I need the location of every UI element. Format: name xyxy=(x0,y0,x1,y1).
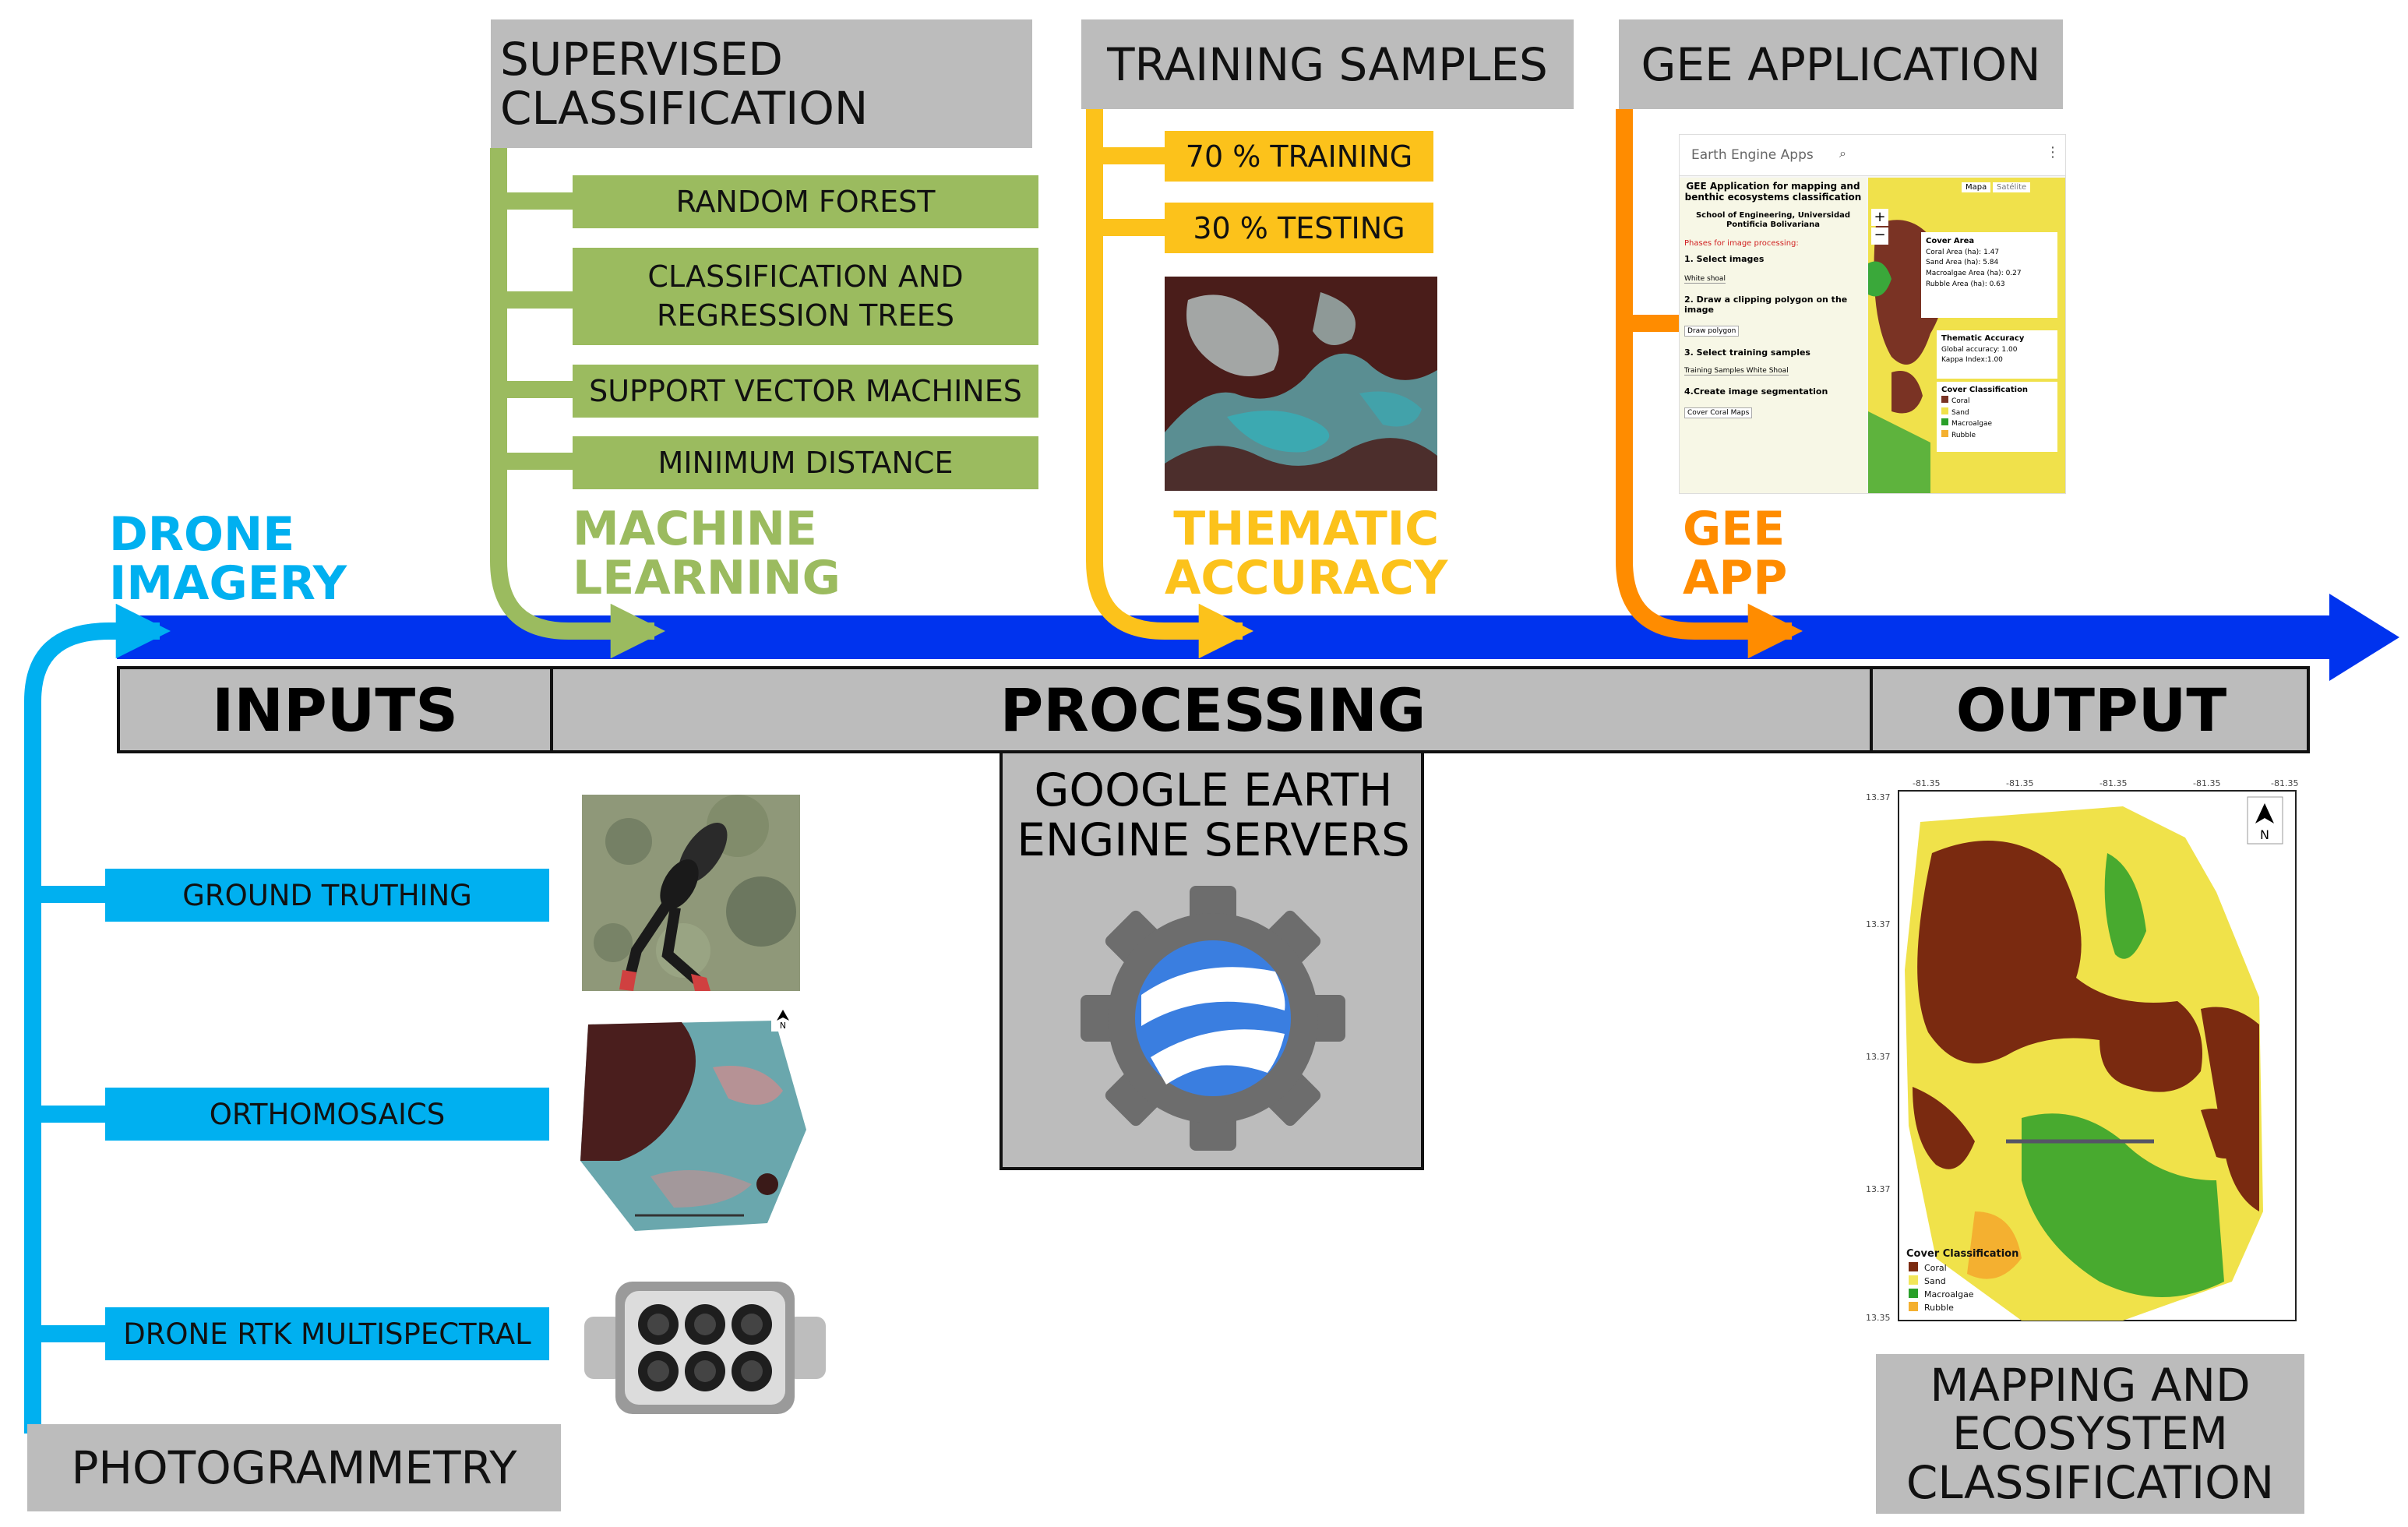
bar-processing: PROCESSING xyxy=(556,669,1873,750)
ground-truthing-photo xyxy=(582,795,800,991)
map-legend-rubble: Rubble xyxy=(1924,1303,1954,1313)
ml-method-cart: CLASSIFICATION AND REGRESSION TREES xyxy=(573,248,1038,345)
bar-output: OUTPUT xyxy=(1955,675,2227,745)
map-tick-top-1: -81.35 xyxy=(1913,778,1940,788)
zoom-out-icon[interactable]: − xyxy=(1871,227,1888,245)
mapping-classification-label: MAPPING AND ECOSYSTEM CLASSIFICATION xyxy=(1876,1354,2304,1514)
output-classification-map: -81.35 -81.35 -81.35 -81.35 -81.35 13.37… xyxy=(1866,778,2298,1323)
app-select-images[interactable]: White shoal xyxy=(1684,274,1726,284)
orthomosaic-image: N xyxy=(580,1005,806,1231)
input-drone-rtk-multispectral: DRONE RTK MULTISPECTRAL xyxy=(105,1307,549,1360)
main-timeline-arrow xyxy=(117,594,2399,681)
macroalgae-area: Macroalgae Area (ha): 0.27 xyxy=(1926,270,2022,278)
legend-macroalgae: Macroalgae xyxy=(1941,418,2053,430)
app-draw-polygon-button[interactable]: Draw polygon xyxy=(1684,326,1740,337)
header-training-samples: TRAINING SAMPLES xyxy=(1081,19,1574,109)
bar-inputs: INPUTS xyxy=(120,669,553,750)
map-tick-top-3: -81.35 xyxy=(2100,778,2127,788)
search-icon[interactable]: ⌕ xyxy=(1839,146,1846,160)
sample-testing: 30 % TESTING xyxy=(1165,203,1433,253)
more-vert-icon[interactable]: ⋮ xyxy=(2046,144,2060,160)
google-earth-engine-icon xyxy=(1081,886,1345,1151)
map-tick-left-5: 13.35 xyxy=(1866,1313,1891,1323)
rubble-area: Rubble Area (ha): 0.63 xyxy=(1926,280,2005,289)
app-step4: 4.Create image segmentation xyxy=(1684,386,1828,397)
map-tab-mapa[interactable]: Mapa xyxy=(1962,182,1991,192)
map-tick-top-5: -81.35 xyxy=(2271,778,2298,788)
orthomosaic-north-label: N xyxy=(780,1021,786,1031)
header-gee-application: GEE APPLICATION xyxy=(1619,19,2063,109)
cover-area-title: Cover Area xyxy=(1926,237,1975,245)
coral-area: Coral Area (ha): 1.47 xyxy=(1926,248,2000,256)
sand-area: Sand Area (ha): 5.84 xyxy=(1926,259,1999,267)
gee-servers-box: GOOGLE EARTH ENGINE SERVERS xyxy=(1000,753,1424,1170)
ml-method-random-forest: RANDOM FOREST xyxy=(573,175,1038,228)
ml-method-svm: SUPPORT VECTOR MACHINES xyxy=(573,365,1038,418)
input-ground-truthing: GROUND TRUTHING xyxy=(105,869,549,922)
ml-method-minimum-distance: MINIMUM DISTANCE xyxy=(573,436,1038,489)
legend-coral: Coral xyxy=(1941,396,2053,407)
gee-app-screenshot: Earth Engine Apps ⌕ ⋮ GEE Application fo… xyxy=(1679,134,2066,494)
map-legend-macroalgae: Macroalgae xyxy=(1924,1289,1974,1300)
multispectral-camera-icon xyxy=(584,1282,826,1414)
map-tick-top-2: -81.35 xyxy=(2006,778,2033,788)
app-cover-area-panel: Cover Area Coral Area (ha): 1.47 Sand Ar… xyxy=(1921,232,2057,318)
stage-drone-imagery: DRONE IMAGERY xyxy=(109,507,347,611)
stage-gee-app: GEE APP xyxy=(1683,502,1788,605)
input-orthomosaics: ORTHOMOSAICS xyxy=(105,1088,549,1141)
app-select-samples[interactable]: Training Samples White Shoal xyxy=(1684,367,1789,376)
app-cover-maps-button[interactable]: Cover Coral Maps xyxy=(1684,407,1753,419)
map-tick-left-4: 13.37 xyxy=(1866,1184,1891,1194)
legend-sand: Sand xyxy=(1941,407,2053,419)
app-map[interactable]: Mapa Satélite + − Cover Area Coral Area … xyxy=(1868,178,2065,493)
map-tick-left-3: 13.37 xyxy=(1866,1052,1891,1062)
app-topbar: Earth Engine Apps ⌕ ⋮ xyxy=(1680,135,2065,176)
app-accuracy-panel: Thematic Accuracy Global accuracy: 1.00 … xyxy=(1937,330,2057,379)
stage-thematic-accuracy: THEMATIC ACCURACY xyxy=(1165,502,1448,605)
zoom-in-icon[interactable]: + xyxy=(1871,209,1888,226)
map-north-label: N xyxy=(2260,827,2269,842)
cover-classification-title: Cover Classification xyxy=(1941,386,2029,394)
sample-training: 70 % TRAINING xyxy=(1165,131,1433,182)
map-tick-top-4: -81.35 xyxy=(2193,778,2220,788)
kappa-index: Kappa Index:1.00 xyxy=(1941,356,2003,365)
map-legend-title: Cover Classification xyxy=(1906,1248,2018,1260)
app-legend-panel: Cover Classification Coral Sand Macroalg… xyxy=(1937,382,2057,452)
app-step2: 2. Draw a clipping polygon on the image xyxy=(1684,294,1848,315)
app-left-panel: GEE Application for mapping and benthic … xyxy=(1680,178,1867,493)
photogrammetry-label: PHOTOGRAMMETRY xyxy=(27,1424,561,1511)
thematic-accuracy-title: Thematic Accuracy xyxy=(1941,334,2025,343)
map-tick-left-2: 13.37 xyxy=(1866,919,1891,929)
app-phases: Phases for image processing: xyxy=(1684,238,1799,248)
thematic-sample-image xyxy=(1165,277,1437,491)
app-title: GEE Application for mapping and benthic … xyxy=(1684,181,1862,203)
stage-machine-learning: MACHINE LEARNING xyxy=(573,502,841,605)
app-school: School of Engineering, Universidad Ponti… xyxy=(1695,210,1851,229)
app-search-label[interactable]: Earth Engine Apps xyxy=(1691,147,1814,163)
global-accuracy: Global accuracy: 1.00 xyxy=(1941,345,2018,354)
map-legend-sand: Sand xyxy=(1924,1276,1946,1286)
legend-rubble: Rubble xyxy=(1941,429,2053,442)
phase-bar: INPUTS PROCESSING OUTPUT xyxy=(117,666,2310,753)
map-tab-satelite[interactable]: Satélite xyxy=(1993,182,2031,192)
app-step1: 1. Select images xyxy=(1684,253,1765,264)
app-step3: 3. Select training samples xyxy=(1684,347,1810,358)
header-supervised-classification: SUPERVISED CLASSIFICATION xyxy=(491,19,1032,148)
map-legend-coral: Coral xyxy=(1924,1263,1947,1273)
map-tick-left-1: 13.37 xyxy=(1866,792,1891,802)
gee-servers-label: GOOGLE EARTH ENGINE SERVERS xyxy=(1017,764,1410,866)
